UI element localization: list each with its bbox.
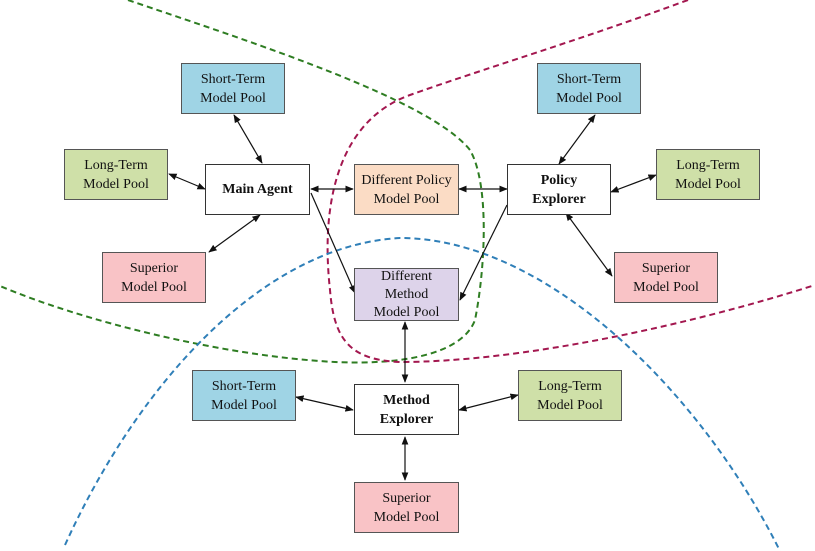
crimson-region-boundary: [326, 0, 815, 364]
different-method-model-pool: Different Method Model Pool: [354, 268, 459, 321]
arrow-policy-explorer-long-term: [610, 174, 657, 193]
method-explorer-short-term-pool: Short-Term Model Pool: [192, 370, 296, 421]
arrow-method-explorer-long-term: [458, 393, 519, 412]
different-policy-model-pool: Different Policy Model Pool: [354, 164, 459, 215]
arrow-method-explorer-short-term: [295, 395, 354, 412]
main-agent-short-term-pool: Short-Term Model Pool: [181, 63, 285, 114]
method-explorer-node: Method Explorer: [354, 384, 459, 435]
arrow-policy-explorer-short-term: [558, 114, 596, 165]
method-explorer-superior-pool: Superior Model Pool: [354, 482, 459, 533]
main-agent-superior-pool: Superior Model Pool: [102, 252, 206, 303]
policy-explorer-short-term-pool: Short-Term Model Pool: [537, 63, 641, 114]
method-explorer-long-term-pool: Long-Term Model Pool: [518, 370, 622, 421]
blue-region-boundary: [64, 236, 781, 551]
arrow-main-agent-superior: [208, 214, 261, 253]
arrow-main-agent-diff-method: [310, 192, 356, 294]
main-agent-long-term-pool: Long-Term Model Pool: [64, 149, 168, 200]
arrow-policy-explorer-diff-method: [459, 204, 508, 301]
policy-explorer-superior-pool: Superior Model Pool: [614, 252, 718, 303]
policy-explorer-long-term-pool: Long-Term Model Pool: [656, 149, 760, 200]
arrow-policy-explorer-superior: [565, 212, 613, 277]
arrow-main-agent-short-term: [233, 114, 263, 164]
main-agent-node: Main Agent: [205, 164, 310, 215]
policy-explorer-node: Policy Explorer: [507, 164, 611, 215]
green-region-boundary: [0, 0, 485, 364]
arrow-main-agent-long-term: [168, 173, 206, 190]
